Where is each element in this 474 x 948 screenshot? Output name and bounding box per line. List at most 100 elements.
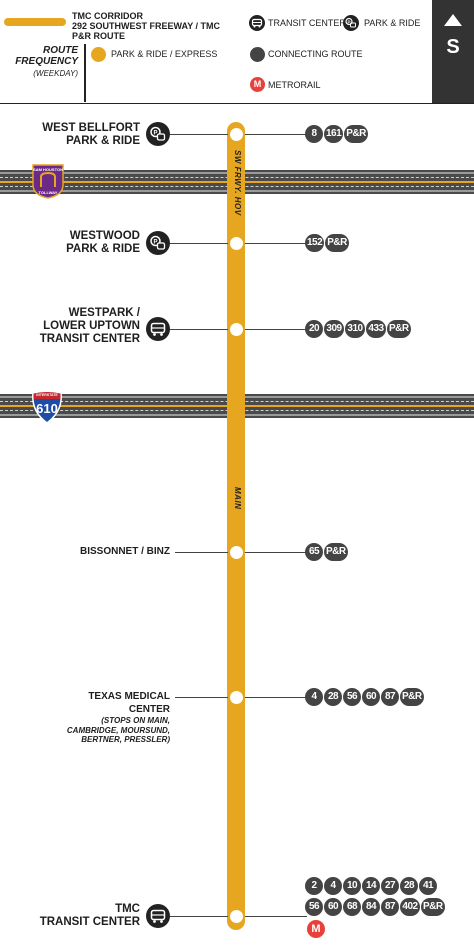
park-ride-icon: P	[146, 231, 170, 255]
stop-note-line: BERTNER, PRESSLER)	[81, 735, 170, 744]
route-badge[interactable]: 310	[345, 320, 365, 338]
interstate-shield: INTERSTATE 610	[31, 390, 63, 424]
route-badge[interactable]: 56	[343, 688, 361, 706]
route-badge[interactable]: 27	[381, 877, 399, 895]
routes-westwood: 152 P&R	[305, 234, 349, 252]
stop-westpark-lower-uptown[interactable]: WESTPARK / LOWER UPTOWN TRANSIT CENTER	[40, 307, 140, 346]
trunk-label-sw-frwy-hov: SW FRWY. HOV	[233, 150, 242, 216]
route-badge[interactable]: 87	[381, 688, 399, 706]
stop-texas-medical-center[interactable]: TEXAS MEDICAL CENTER (STOPS ON MAIN, CAM…	[67, 690, 170, 745]
stop-name-line: TEXAS MEDICAL	[88, 691, 170, 702]
legend-frequency-subtitle: (WEEKDAY)	[33, 69, 78, 78]
legend-metrorail-label: METRORAIL	[268, 80, 321, 90]
metrorail-icon[interactable]: M	[307, 920, 325, 938]
stop-name-line: WEST BELLFORT	[42, 122, 140, 134]
stop-name-line: TRANSIT CENTER	[39, 333, 140, 345]
legend-transit-center-label: TRANSIT CENTER	[268, 18, 346, 28]
legend-divider	[84, 44, 86, 102]
transit-center-icon	[146, 904, 170, 928]
route-connector-line	[245, 552, 307, 553]
route-badge[interactable]: P&R	[421, 898, 445, 916]
legend-park-ride-label: PARK & RIDE	[364, 18, 421, 28]
stop-connector-line	[170, 329, 228, 330]
stop-west-bellfort[interactable]: WEST BELLFORT PARK & RIDE	[42, 122, 140, 148]
stop-marker[interactable]	[229, 127, 244, 142]
route-badge[interactable]: 4	[305, 688, 323, 706]
stop-marker[interactable]	[229, 545, 244, 560]
stop-connector-line	[175, 697, 228, 698]
route-badge[interactable]: P&R	[400, 688, 424, 706]
routes-bissonnet: 65 P&R	[305, 543, 348, 561]
routes-texas-medical-center: 4 28 56 60 87 P&R	[305, 688, 424, 706]
stop-note-line: (STOPS ON MAIN,	[101, 716, 170, 725]
transit-center-icon	[249, 15, 265, 31]
route-badge[interactable]: 41	[419, 877, 437, 895]
stop-marker[interactable]	[229, 909, 244, 924]
route-badge[interactable]: 2	[305, 877, 323, 895]
routes-westpark: 20 309 310 433 P&R	[305, 320, 411, 338]
stop-name-line: PARK & RIDE	[66, 243, 140, 255]
stop-name-line: TRANSIT CENTER	[39, 916, 140, 928]
route-badge[interactable]: 84	[362, 898, 380, 916]
route-badge[interactable]: 68	[343, 898, 361, 916]
svg-text:P: P	[153, 131, 157, 137]
route-badge[interactable]: 65	[305, 543, 323, 561]
legend	[0, 0, 474, 104]
stop-name-line: PARK & RIDE	[66, 135, 140, 147]
route-badge[interactable]: 28	[324, 688, 342, 706]
corridor-line-swatch	[4, 18, 66, 26]
route-badge[interactable]: 10	[343, 877, 361, 895]
stop-bissonnet-binz[interactable]: BISSONNET / BINZ	[79, 546, 170, 557]
tollway-shield: SAM HOUSTON TOLLWAY	[31, 163, 65, 199]
routes-west-bellfort: 8 161 P&R	[305, 125, 368, 143]
legend-frequency-title-line2: FREQUENCY	[15, 56, 78, 67]
route-connector-line	[245, 697, 307, 698]
route-badge[interactable]: P&R	[387, 320, 411, 338]
route-badge[interactable]: 87	[381, 898, 399, 916]
interstate-shield-number: 610	[36, 401, 58, 416]
route-badge[interactable]: 161	[324, 125, 344, 143]
stop-connector-line	[170, 916, 228, 917]
svg-text:P: P	[347, 19, 350, 24]
route-badge[interactable]: 433	[366, 320, 386, 338]
stop-name-line: WESTWOOD	[69, 230, 140, 242]
route-badge[interactable]: 28	[400, 877, 418, 895]
stop-marker[interactable]	[229, 322, 244, 337]
route-badge[interactable]: 8	[305, 125, 323, 143]
route-badge[interactable]: P&R	[344, 125, 368, 143]
route-badge[interactable]: 309	[324, 320, 344, 338]
route-badge[interactable]: 4	[324, 877, 342, 895]
stop-connector-line	[170, 243, 228, 244]
legend-park-express-label: PARK & RIDE / EXPRESS	[111, 49, 218, 59]
legend-corridor-title: TMC CORRIDOR	[72, 11, 143, 21]
stop-connector-line	[175, 552, 228, 553]
stop-marker[interactable]	[229, 236, 244, 251]
stop-westwood[interactable]: WESTWOOD PARK & RIDE	[66, 230, 140, 256]
route-badge[interactable]: 56	[305, 898, 323, 916]
interstate-shield-top: INTERSTATE	[36, 393, 58, 397]
connecting-route-swatch	[250, 47, 265, 62]
route-badge[interactable]: 60	[324, 898, 342, 916]
route-badge[interactable]: 152	[305, 234, 325, 252]
direction-arrow-icon	[444, 14, 462, 26]
route-badge[interactable]: 14	[362, 877, 380, 895]
route-badge[interactable]: P&R	[325, 234, 349, 252]
route-connector-line	[245, 243, 307, 244]
route-badge[interactable]: 402	[400, 898, 420, 916]
route-connector-line	[245, 916, 307, 917]
trunk-label-main: MAIN	[233, 487, 242, 510]
route-badge[interactable]: P&R	[324, 543, 348, 561]
transit-center-icon	[146, 317, 170, 341]
legend-frequency-title-line1: ROUTE	[43, 45, 78, 56]
route-connector-line	[245, 329, 307, 330]
stop-marker[interactable]	[229, 690, 244, 705]
route-badge[interactable]: 20	[305, 320, 323, 338]
stop-tmc-transit-center[interactable]: TMC TRANSIT CENTER	[40, 903, 140, 929]
park-ride-icon: P	[146, 122, 170, 146]
stop-name-line: CENTER	[128, 704, 170, 715]
stop-connector-line	[170, 134, 228, 135]
park-ride-icon: P	[343, 15, 359, 31]
stop-note-line: CAMBRIDGE, MOURSUND,	[66, 725, 170, 735]
route-badge[interactable]: 60	[362, 688, 380, 706]
tollway-shield-line1: SAM HOUSTON	[33, 167, 63, 172]
